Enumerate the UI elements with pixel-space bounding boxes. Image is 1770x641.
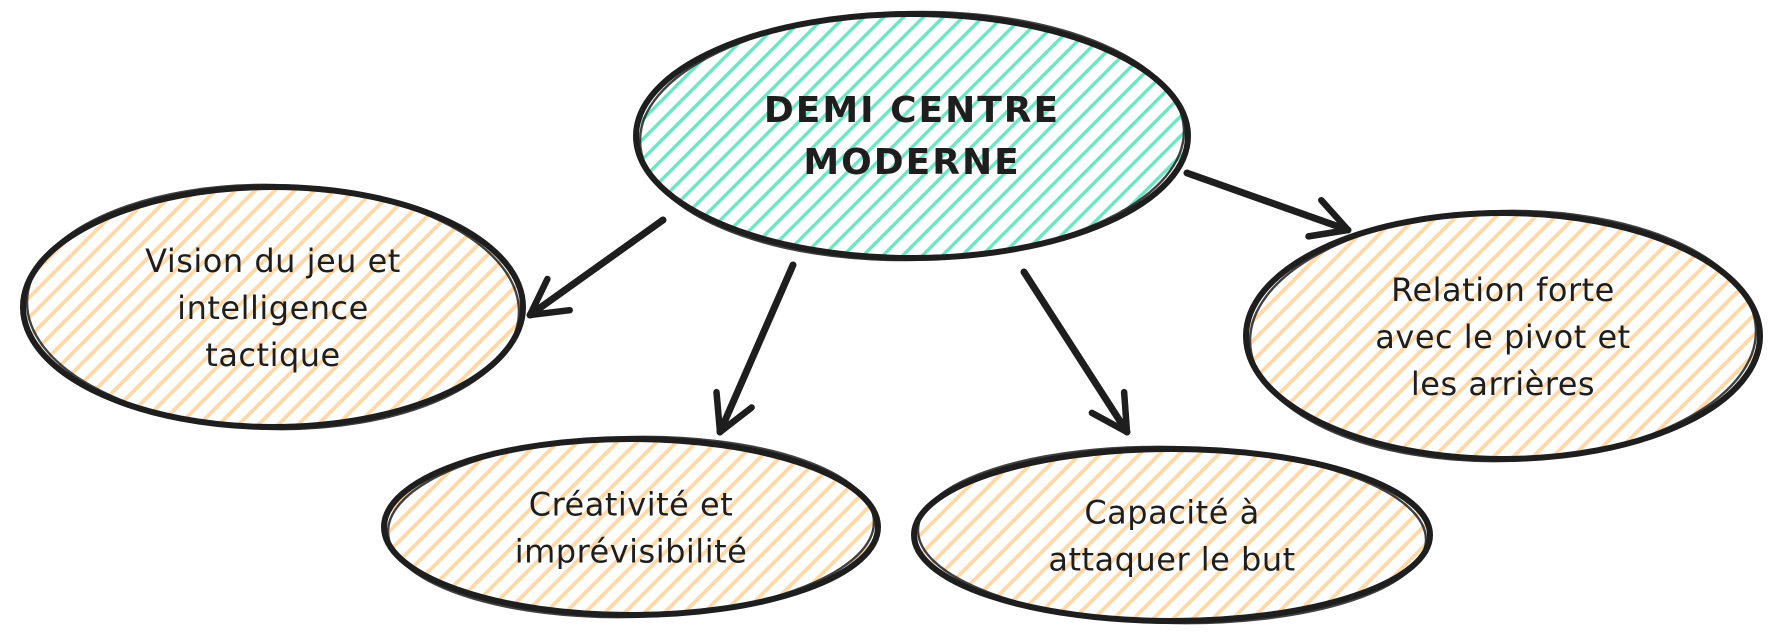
arrow-shaft: [526, 216, 667, 319]
node-relation-forte-shape: [1243, 210, 1763, 462]
arrow-shaft: [716, 261, 797, 436]
edge-demi-centre-moderne-to-relation-forte[interactable]: [1183, 169, 1352, 240]
arrowhead-icon: [526, 275, 573, 319]
arrowhead-icon: [1305, 196, 1352, 240]
node-vision-du-jeu-shape: [20, 184, 526, 430]
node-capacite-attaquer-outline: [916, 445, 1428, 625]
node-relation-forte-outline: [1248, 209, 1758, 463]
edge-demi-centre-moderne-to-creativite[interactable]: [713, 261, 797, 436]
arrow-shaft: [1020, 268, 1131, 436]
edge-demi-centre-moderne-to-vision-du-jeu[interactable]: [526, 216, 667, 319]
edge-demi-centre-moderne-to-capacite-attaquer[interactable]: [1020, 268, 1131, 436]
node-creativite-shape: [381, 436, 881, 618]
arrowhead-icon: [1088, 388, 1131, 436]
node-demi-centre-moderne-shape: [633, 11, 1191, 261]
node-capacite-attaquer-shape: [911, 446, 1433, 624]
node-demi-centre-moderne-outline: [638, 10, 1186, 262]
arrow-shaft: [1183, 169, 1352, 234]
node-vision-du-jeu-outline: [25, 183, 521, 431]
node-creativite-outline: [386, 435, 876, 619]
arrowhead-icon: [713, 388, 755, 436]
